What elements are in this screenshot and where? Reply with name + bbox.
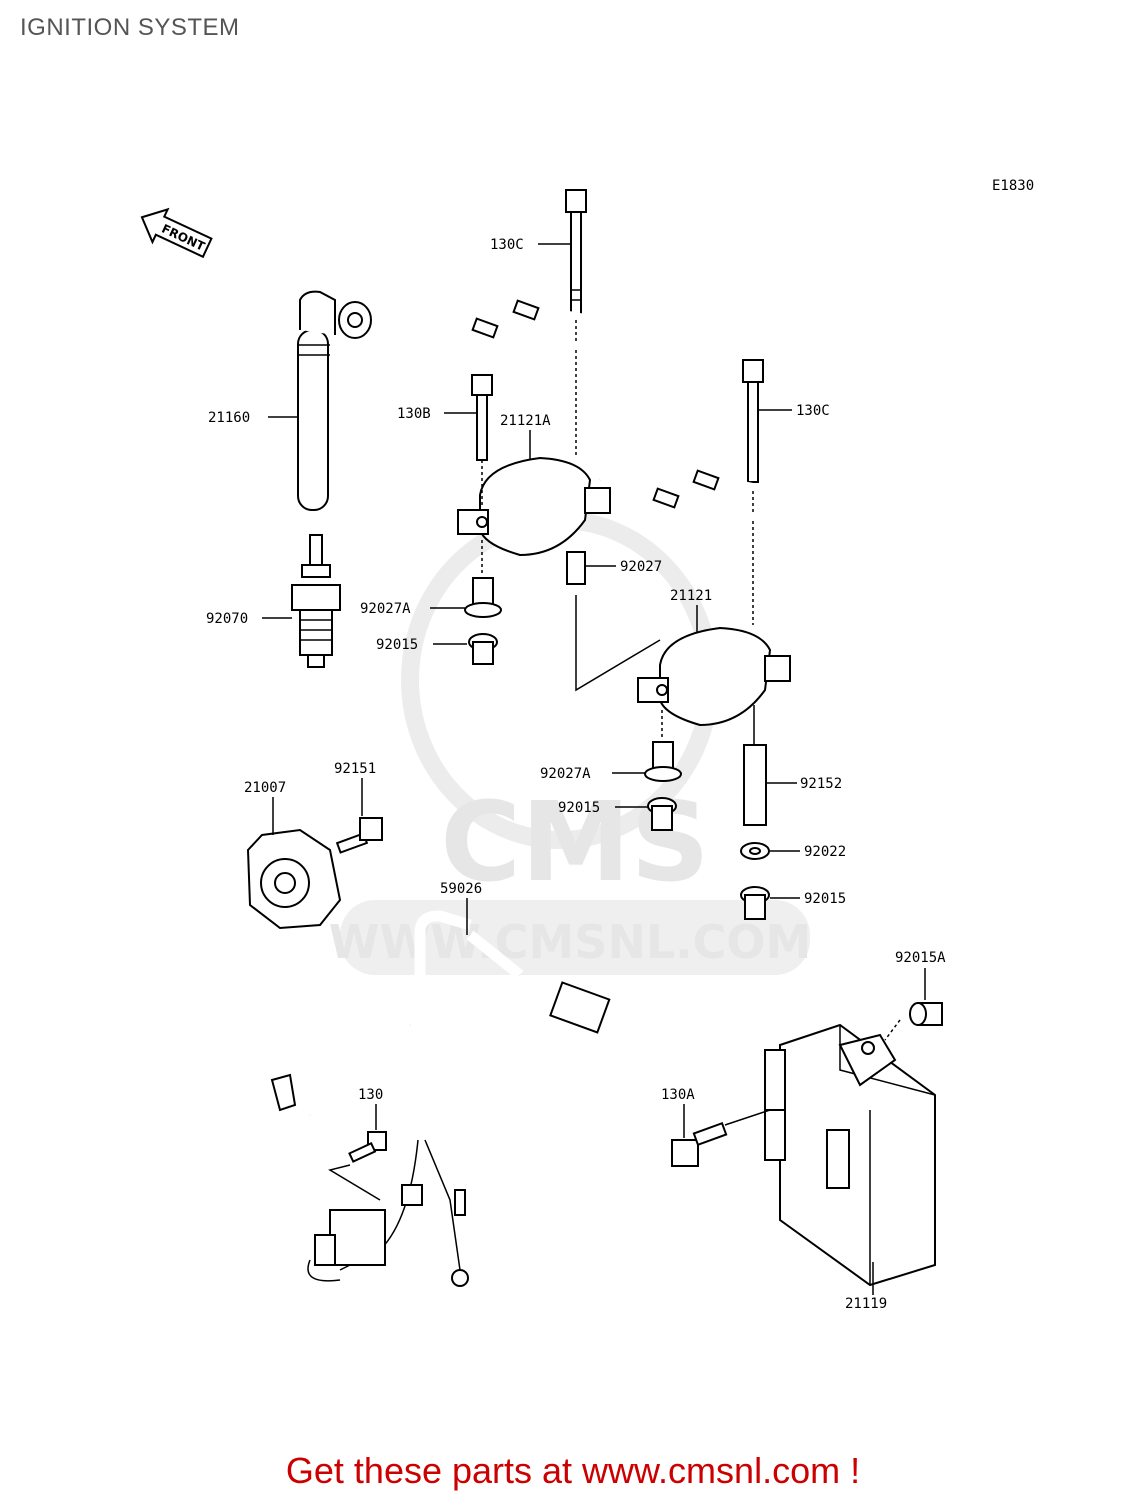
label-92152: 92152 bbox=[800, 776, 842, 792]
label-130: 130 bbox=[358, 1087, 383, 1103]
bolt-130c-right bbox=[742, 359, 764, 483]
ignition-diagram: CMS WWW.CMSNL.COM E1830 FRONT 21160 9207… bbox=[140, 178, 1034, 1312]
cms-watermark: CMS WWW.CMSNL.COM bbox=[329, 511, 812, 975]
label-130c-top: 130C bbox=[490, 237, 524, 253]
spark-plug bbox=[291, 534, 341, 668]
label-59026: 59026 bbox=[440, 881, 482, 897]
bushing-92015-right bbox=[740, 886, 770, 920]
collar-92027a-right bbox=[644, 741, 682, 782]
bolt-92151 bbox=[335, 817, 383, 854]
label-92027a-right: 92027A bbox=[540, 766, 591, 782]
label-92151: 92151 bbox=[334, 761, 376, 777]
pickup-harness-59026 bbox=[270, 910, 611, 1287]
coil-leads-right bbox=[652, 469, 844, 663]
label-21007: 21007 bbox=[244, 780, 286, 796]
ignition-coil-21121a bbox=[457, 456, 611, 557]
label-130c-right: 130C bbox=[796, 403, 830, 419]
bolt-130b bbox=[471, 374, 493, 461]
collar-92015a bbox=[909, 1002, 943, 1026]
spacer-92027 bbox=[566, 551, 586, 585]
label-92022: 92022 bbox=[804, 844, 846, 860]
bolt-130 bbox=[348, 1131, 387, 1163]
label-92015-mid: 92015 bbox=[558, 800, 600, 816]
collar-92027a-left bbox=[464, 577, 502, 618]
pickup-coil bbox=[307, 1209, 386, 1282]
label-21121a: 21121A bbox=[500, 413, 551, 429]
label-21160: 21160 bbox=[208, 410, 250, 426]
label-92070: 92070 bbox=[206, 611, 248, 627]
label-92015-left: 92015 bbox=[376, 637, 418, 653]
label-21119: 21119 bbox=[845, 1296, 887, 1312]
watermark-url: WWW.CMSNL.COM bbox=[329, 915, 812, 969]
washer-92022 bbox=[740, 842, 770, 860]
label-92027: 92027 bbox=[620, 559, 662, 575]
igniter-unit-21119 bbox=[764, 1023, 936, 1287]
bushing-92015-mid bbox=[647, 797, 677, 831]
label-130a: 130A bbox=[661, 1087, 695, 1103]
timing-rotor-21007 bbox=[246, 828, 342, 930]
page-title: IGNITION SYSTEM bbox=[20, 14, 240, 41]
label-21121: 21121 bbox=[670, 588, 712, 604]
bolt-130c-top bbox=[565, 189, 587, 318]
bushing-92015-left bbox=[468, 633, 498, 665]
label-92015-right: 92015 bbox=[804, 891, 846, 907]
front-arrow-icon: FRONT bbox=[140, 207, 213, 259]
bolt-130a bbox=[671, 1121, 728, 1167]
ignition-coil-21121 bbox=[637, 626, 791, 727]
diagram-code: E1830 bbox=[992, 178, 1034, 194]
coil-leads-left bbox=[471, 299, 674, 493]
promo-footer[interactable]: Get these parts at www.cmsnl.com ! bbox=[285, 1450, 861, 1491]
label-92015a: 92015A bbox=[895, 950, 946, 966]
spark-plug-cap bbox=[297, 290, 372, 511]
label-92027a-left: 92027A bbox=[360, 601, 411, 617]
label-130b: 130B bbox=[397, 406, 431, 422]
sleeve-92152 bbox=[743, 744, 767, 826]
